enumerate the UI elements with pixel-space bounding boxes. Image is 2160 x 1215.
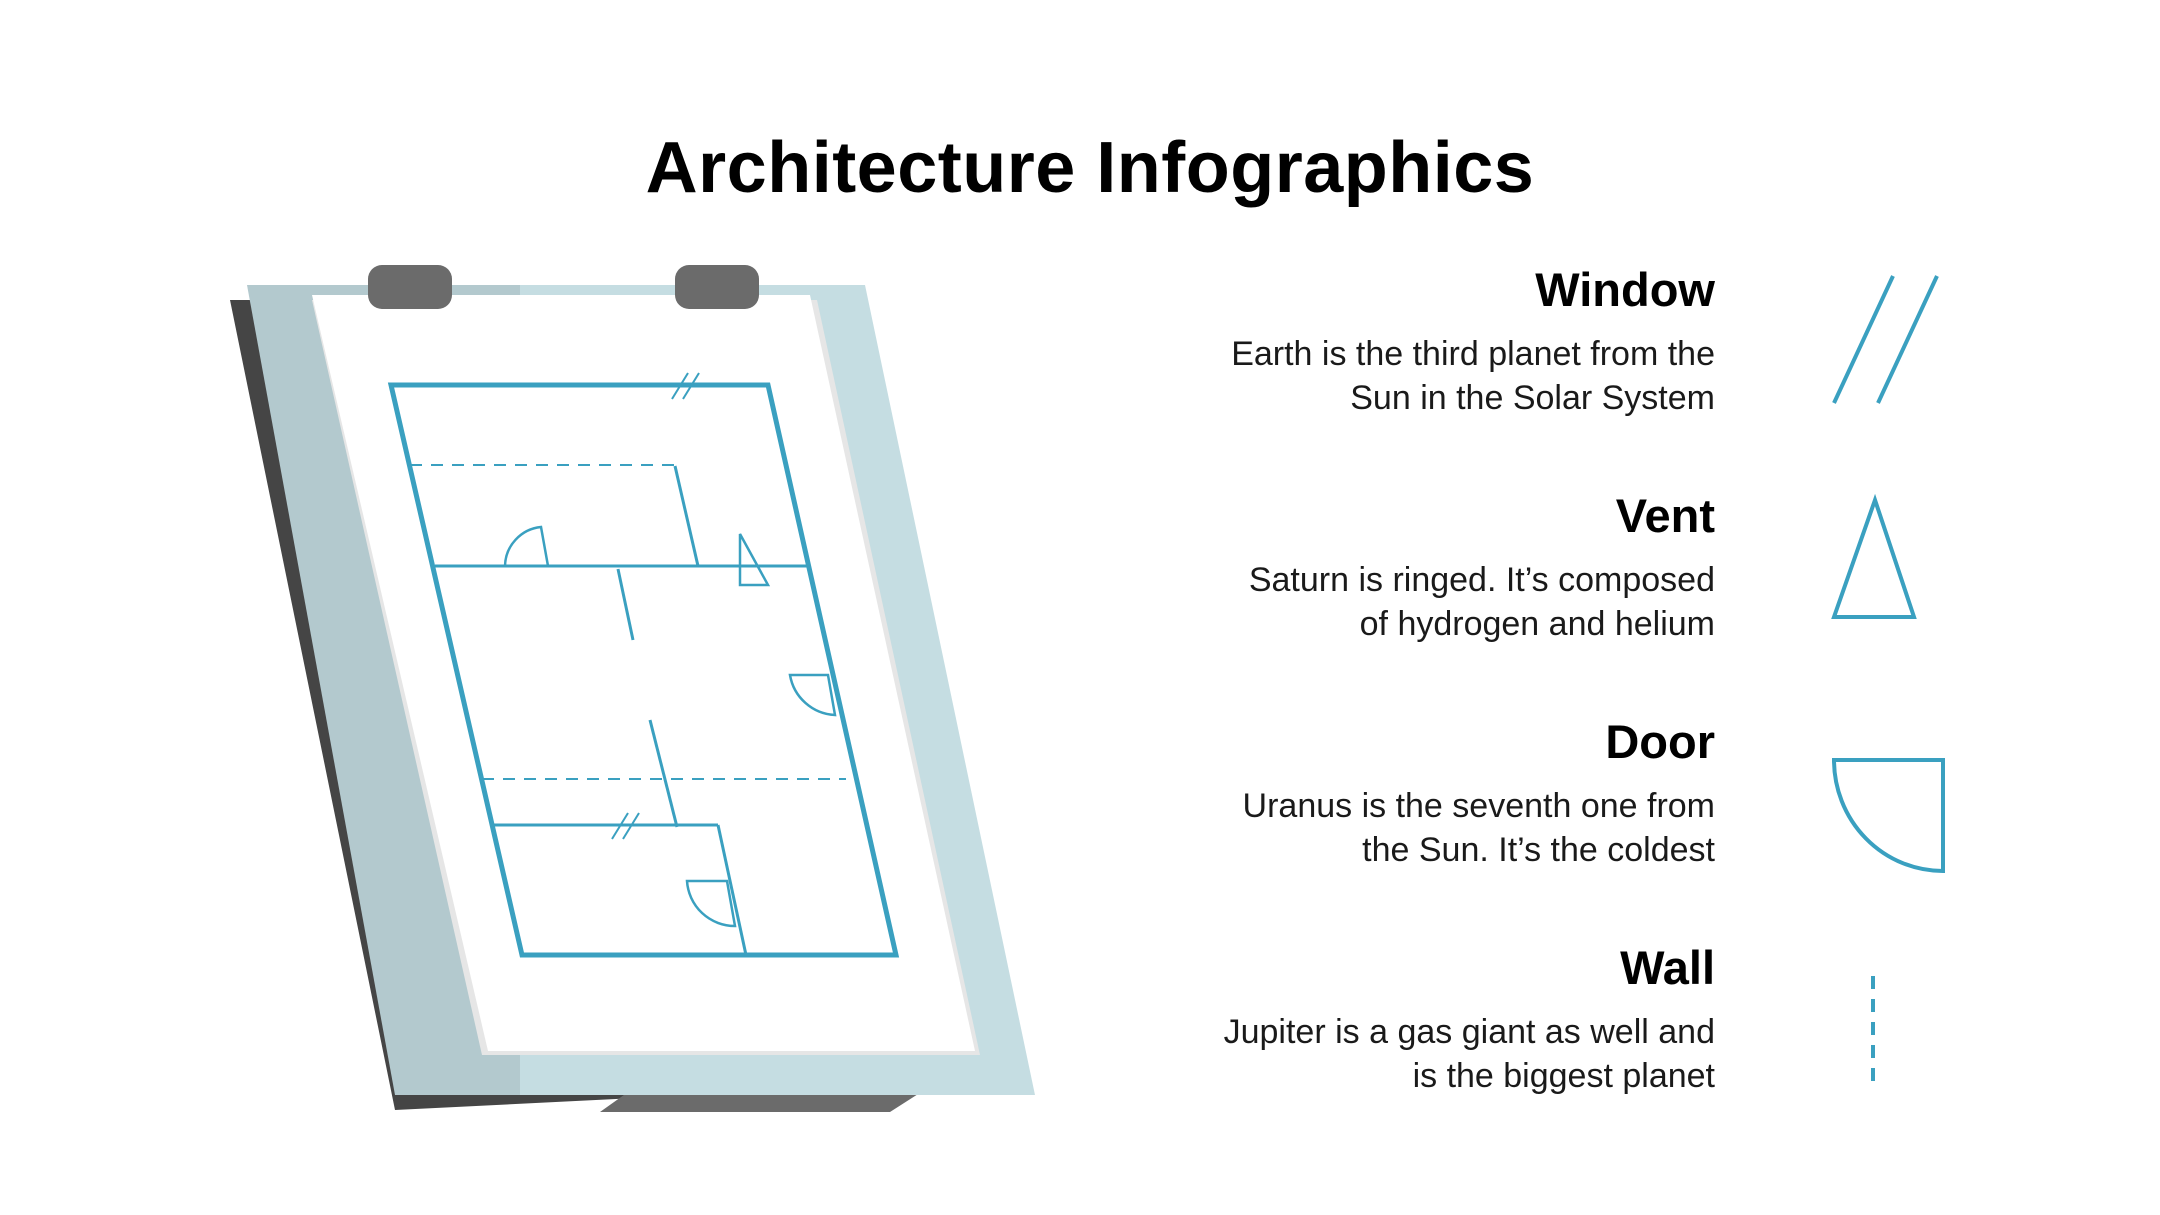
legend-description-line: Saturn is ringed. It’s composed xyxy=(1248,561,1715,599)
legend-description: Saturn is ringed. It’s composed of hydro… xyxy=(1015,558,1715,646)
interior-wall xyxy=(716,824,748,956)
floor-plan xyxy=(387,372,900,958)
legend-description: Jupiter is a gas giant as well and is th… xyxy=(1015,1010,1715,1098)
door-symbol-icon xyxy=(1831,758,1945,874)
interior-wall xyxy=(673,465,700,567)
legend-title: Wall xyxy=(1620,941,1715,994)
legend-description-line: Jupiter is a gas giant as well and xyxy=(1223,1013,1715,1051)
door-swing xyxy=(685,879,737,928)
window-symbol-icon xyxy=(1832,275,1939,404)
door-swing xyxy=(503,525,550,567)
window-mark xyxy=(671,372,689,400)
window-mark xyxy=(682,372,700,400)
interior-wall xyxy=(616,568,635,641)
page-title: Architecture Infographics xyxy=(645,128,1535,208)
legend-title: Vent xyxy=(1615,489,1715,542)
legend-item-window: Window Earth is the third planet from th… xyxy=(1015,262,1715,420)
vent-symbol-icon xyxy=(1831,494,1917,619)
blueprint-clipboard-illustration xyxy=(230,265,1035,1112)
legend-description-line: Uranus is the seventh one from xyxy=(1242,787,1715,825)
legend-description-line: Earth is the third planet from the xyxy=(1231,335,1715,373)
window-mark xyxy=(622,812,640,840)
clipboard-clip-right xyxy=(675,265,759,309)
vent-mark xyxy=(738,533,771,587)
legend-title: Window xyxy=(1535,263,1715,316)
legend-title: Door xyxy=(1605,715,1715,768)
window-mark xyxy=(611,812,629,840)
legend-description-line: the Sun. It’s the coldest xyxy=(1362,831,1715,869)
door-swing xyxy=(788,673,837,717)
clipboard-clip-left xyxy=(368,265,452,309)
legend-item-vent: Vent Saturn is ringed. It’s composed of … xyxy=(1015,488,1715,646)
legend-item-door: Door Uranus is the seventh one from the … xyxy=(1015,714,1715,872)
legend-description: Uranus is the seventh one from the Sun. … xyxy=(1015,784,1715,872)
legend-item-wall: Wall Jupiter is a gas giant as well and … xyxy=(1015,940,1715,1098)
legend-description-line: of hydrogen and helium xyxy=(1359,605,1715,643)
wall-symbol-icon xyxy=(1871,976,1875,1090)
legend-description: Earth is the third planet from the Sun i… xyxy=(1015,332,1715,420)
legend-description-line: Sun in the Solar System xyxy=(1350,379,1715,417)
paper-sheet xyxy=(312,295,975,1051)
legend-description-line: is the biggest planet xyxy=(1412,1057,1715,1095)
interior-wall xyxy=(648,719,679,828)
floor-plan-outer-wall xyxy=(387,382,900,958)
